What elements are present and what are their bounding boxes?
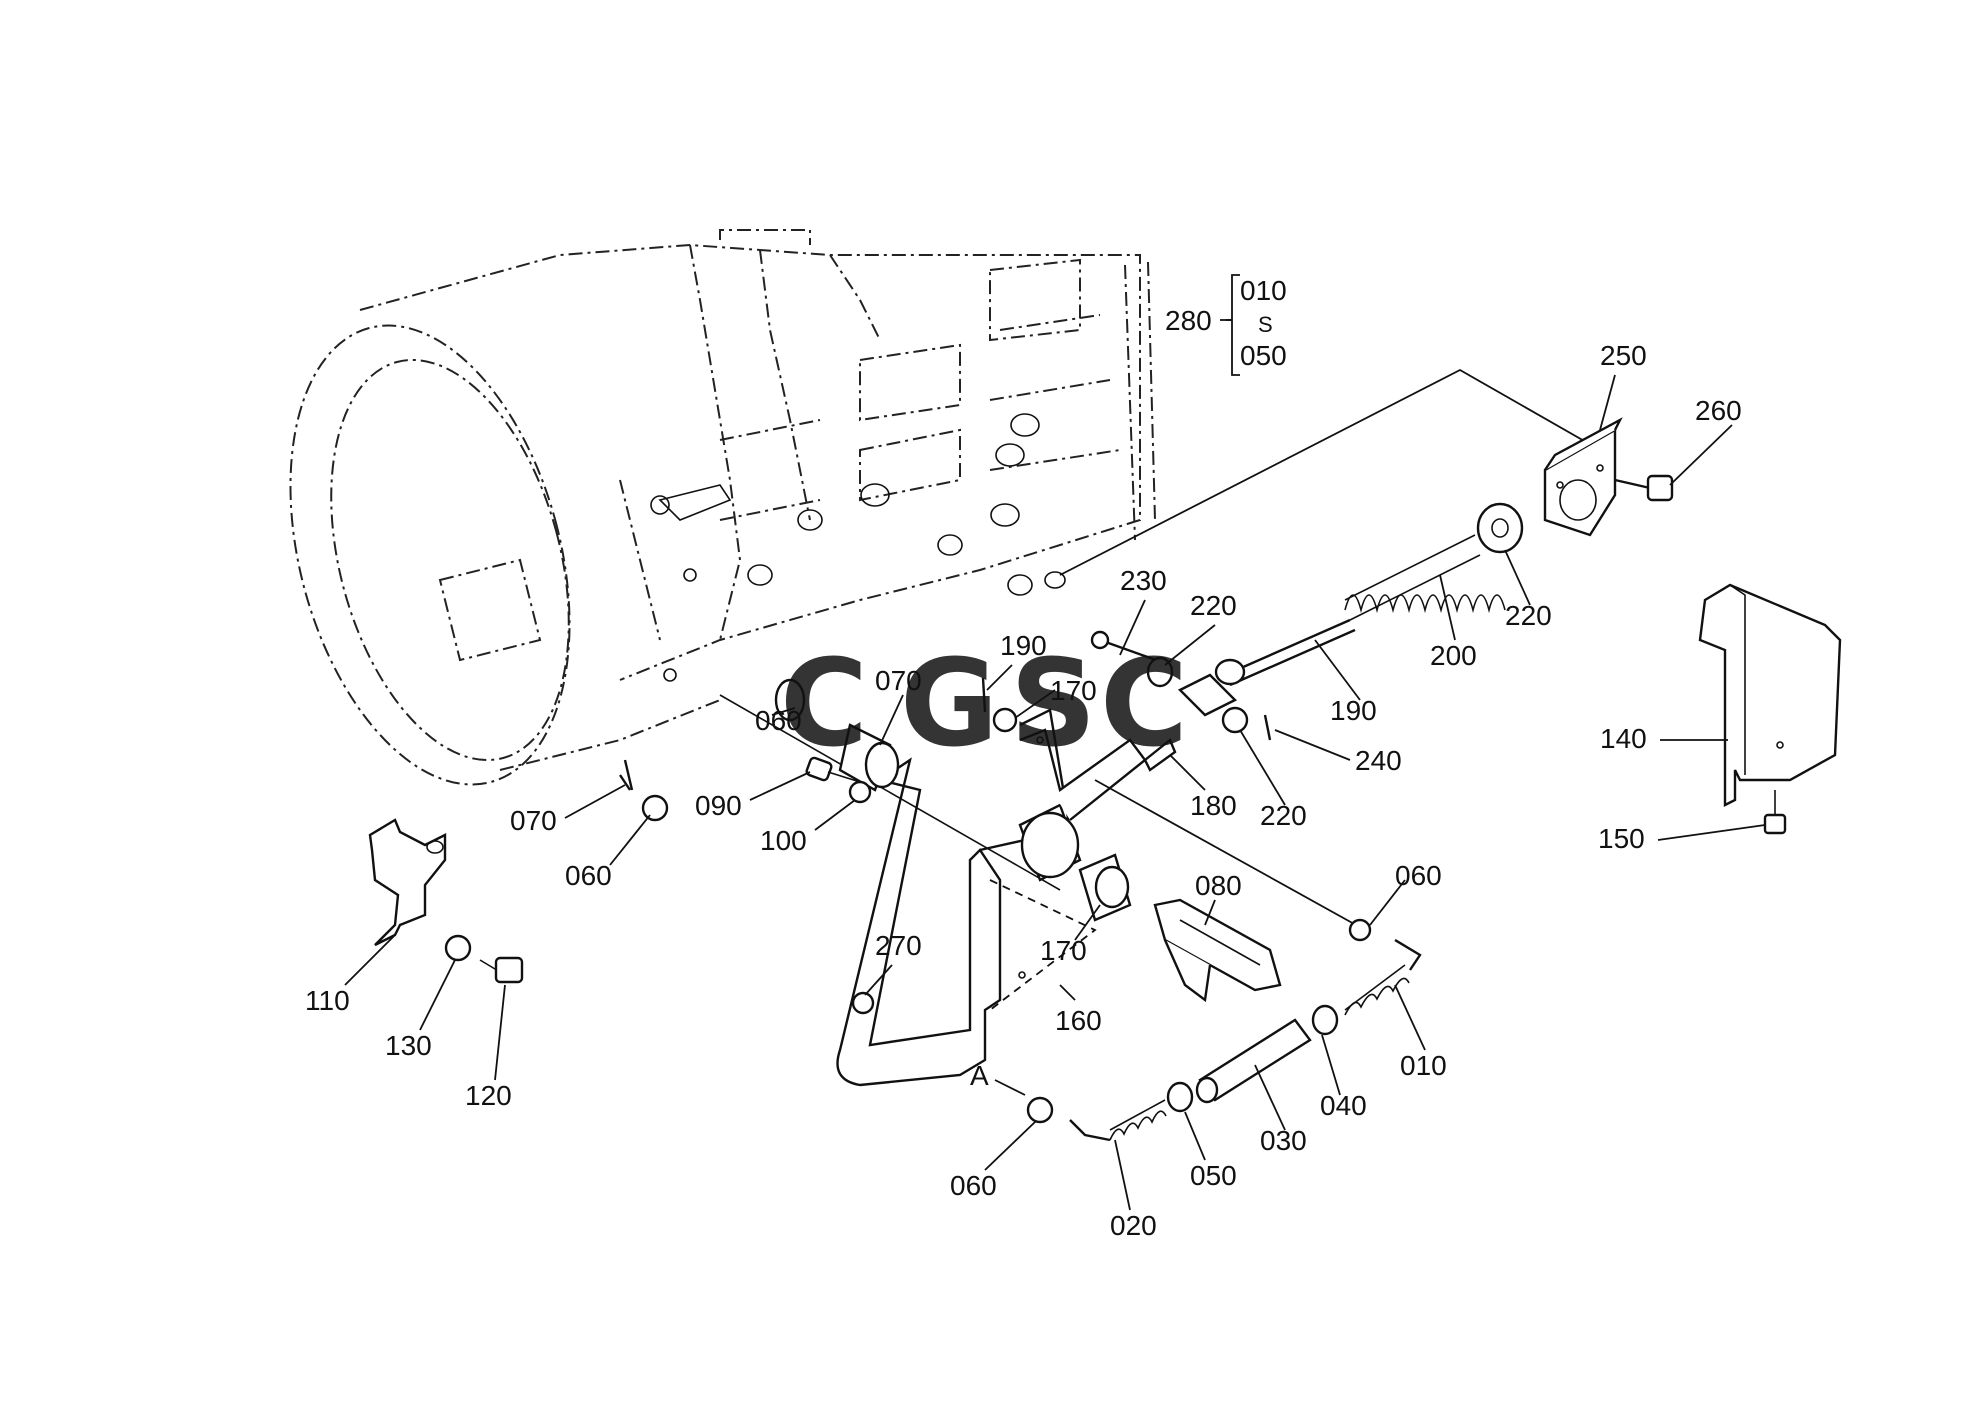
transmission-housing — [289, 229, 1156, 786]
callout-190: 190 — [1330, 695, 1377, 726]
part-120-bolt — [479, 956, 524, 984]
callout-280-range-start: 010 — [1240, 275, 1287, 306]
part-boss — [1018, 803, 1082, 882]
watermark-letter-c1: C — [780, 635, 868, 774]
part-170-bushing-upper — [838, 723, 900, 792]
part-020-rod-end — [1069, 1099, 1167, 1142]
part-080-pad — [1153, 898, 1282, 1003]
callout-200: 200 — [1430, 640, 1477, 671]
callout-010: 010 — [1400, 1050, 1447, 1081]
watermark-letter-c2: C — [1100, 635, 1188, 774]
callout-180: 180 — [1190, 790, 1237, 821]
part-060-washer-upper — [992, 707, 1018, 733]
part-200-spring — [1344, 534, 1506, 621]
callout-110: 110 — [305, 985, 350, 1016]
callout-120: 120 — [465, 1080, 512, 1111]
part-170-bushing-lower — [1078, 853, 1132, 922]
callout-240: 240 — [1355, 745, 1402, 776]
part-190-rod — [1224, 618, 1356, 687]
callout-070-upper: 190 — [1000, 630, 1047, 661]
callout-A-upper: 060 — [755, 705, 802, 736]
part-060-washer-bottom — [1026, 1096, 1054, 1124]
callout-060-bottom: 060 — [950, 1170, 997, 1201]
part-070-pin-upper — [981, 677, 987, 713]
callout-060-right: 060 — [1395, 860, 1442, 891]
part-070-pin-lower — [619, 759, 634, 791]
callout-030: 030 — [1260, 1125, 1307, 1156]
part-110-bracket — [368, 818, 447, 947]
callout-040: 040 — [1320, 1090, 1367, 1121]
callout-140: 140 — [1600, 723, 1647, 754]
part-040-nut — [1311, 1004, 1339, 1036]
callout-270: 270 — [875, 930, 922, 961]
part-060-washer-left — [641, 794, 669, 822]
callout-280-range-sep: S — [1258, 312, 1273, 337]
callout-A-lower: A — [970, 1060, 989, 1091]
callout-150: 150 — [1598, 823, 1645, 854]
part-150-bolt — [1763, 790, 1787, 835]
part-210-washer — [1476, 502, 1524, 554]
watermark-letter-s: S — [1010, 635, 1096, 774]
callout-170-upper: 070 — [875, 665, 922, 696]
part-050-nut — [1166, 1081, 1194, 1113]
callout-130: 130 — [385, 1030, 432, 1061]
callout-090: 090 — [695, 790, 742, 821]
part-220-washer-lower — [1221, 706, 1249, 734]
callout-100: 100 — [760, 825, 807, 856]
part-060-washer-right — [1348, 918, 1372, 942]
callout-280-range-end: 050 — [1240, 340, 1287, 371]
callout-080: 080 — [1195, 870, 1242, 901]
part-130-washer — [444, 934, 472, 962]
part-030-turnbuckle — [1195, 1018, 1312, 1104]
part-pivot-shaft — [719, 678, 1061, 891]
part-010-rod-end — [1344, 938, 1422, 1016]
callout-020: 020 — [1110, 1210, 1157, 1241]
callout-160: 160 — [1055, 1005, 1102, 1036]
part-lever — [1019, 728, 1147, 821]
part-clevis — [1177, 658, 1246, 717]
callout-070-lower: 070 — [510, 805, 557, 836]
part-090-bolt — [805, 756, 861, 783]
callout-280: 280 — [1165, 305, 1212, 336]
callout-220-upper: 220 — [1190, 590, 1237, 621]
callout-220-lower: 220 — [1260, 800, 1307, 831]
part-180-fitting — [1143, 738, 1177, 772]
part-140-cover — [1698, 583, 1842, 807]
callout-230: 230 — [1120, 565, 1167, 596]
part-240-pin — [1263, 714, 1272, 741]
watermark: C G S C — [780, 635, 1188, 774]
part-100-washer — [848, 780, 872, 804]
callout-260: 260 — [1695, 395, 1742, 426]
callout-250: 250 — [1600, 340, 1647, 371]
callout-170-lower: 170 — [1040, 935, 1087, 966]
part-250-bracket — [1543, 417, 1623, 537]
callout-060-left: 060 — [565, 860, 612, 891]
part-260-bolt — [1614, 474, 1674, 502]
callout-210: 220 — [1505, 600, 1552, 631]
callout-060-upper: 170 — [1050, 675, 1097, 706]
callout-280-group: 280 010 S 050 — [1165, 274, 1287, 376]
callout-050: 050 — [1190, 1160, 1237, 1191]
watermark-letter-g: G — [900, 635, 999, 774]
